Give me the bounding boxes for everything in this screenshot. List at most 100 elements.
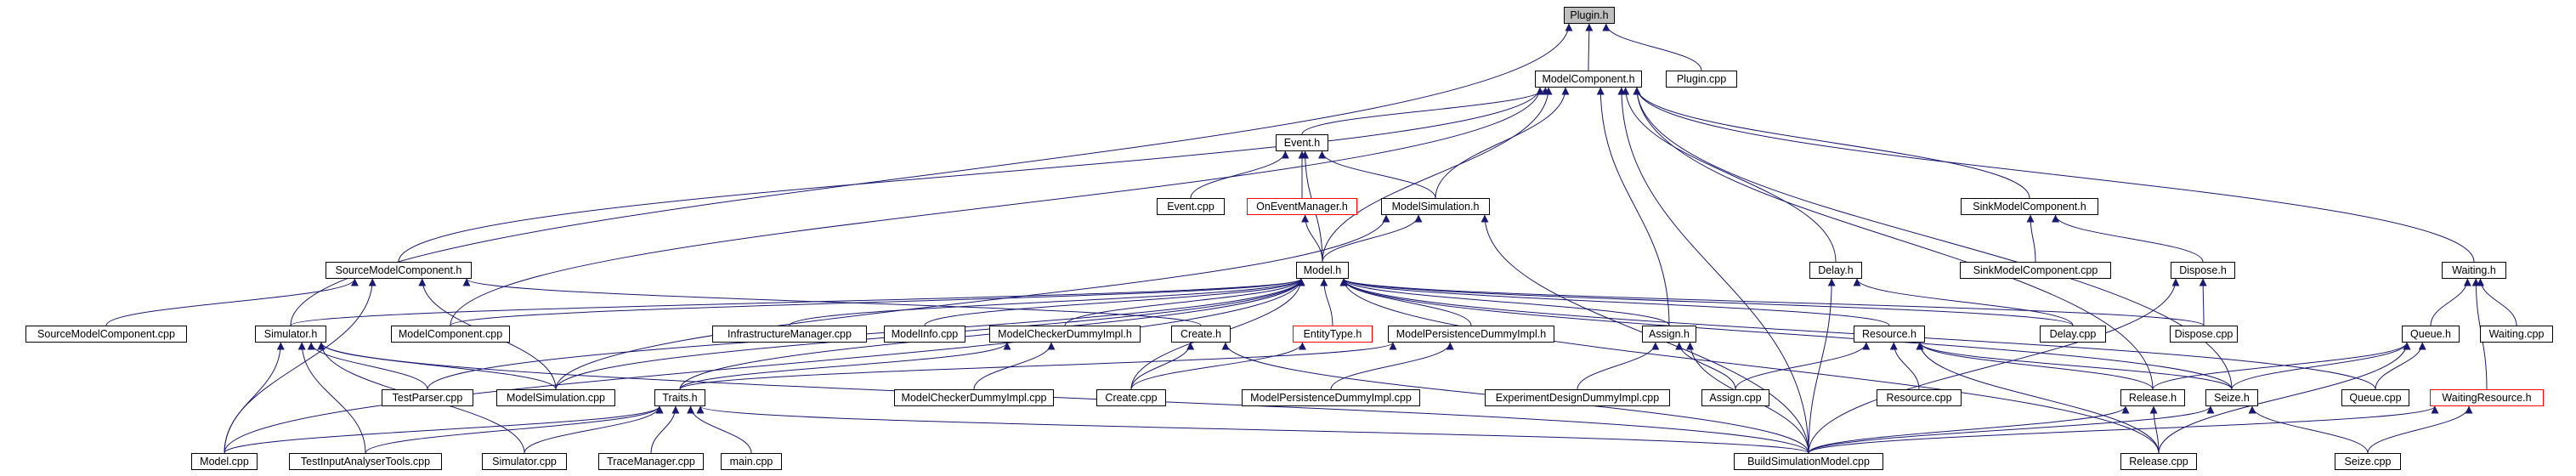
node-sinkmodelcomponent-cpp[interactable]: SinkModelComponent.cpp <box>1960 262 2111 279</box>
node-waitingresource-h[interactable]: WaitingResource.h <box>2430 389 2544 406</box>
edge-create_cpp-to-entitytype_h <box>1130 342 1306 390</box>
node-entitytype-h[interactable]: EntityType.h <box>1293 326 1373 343</box>
node-tracemanager-cpp[interactable]: TraceManager.cpp <box>598 453 704 470</box>
node-assign-cpp[interactable]: Assign.cpp <box>1701 389 1769 406</box>
edge-release_h-to-resource_h <box>1916 342 2154 390</box>
edge-seize_h-to-queue_h <box>2231 342 2411 390</box>
node-modelcheckerdummyimpl-h[interactable]: ModelCheckerDummyImpl.h <box>989 326 1141 343</box>
edge-experimentdesigndummyimpl_cpp-to-assign_h <box>1577 342 1660 390</box>
node-modelsimulation-cpp[interactable]: ModelSimulation.cpp <box>496 389 615 406</box>
edge-plugin_cpp-to-plugin_h <box>1602 23 1702 71</box>
node-plugin-h: Plugin.h <box>1564 7 1615 24</box>
node-create-cpp[interactable]: Create.cpp <box>1096 389 1166 406</box>
edge-buildsimulationmodel_cpp-to-modelcomponent_h <box>1617 87 1809 454</box>
node-sourcemodelcomponent-cpp[interactable]: SourceModelComponent.cpp <box>25 326 187 343</box>
node-simulator-cpp[interactable]: Simulator.cpp <box>482 453 567 470</box>
node-testparser-cpp[interactable]: TestParser.cpp <box>382 389 473 406</box>
edge-buildsimulationmodel_cpp-to-release_h <box>1808 405 2130 454</box>
edge-assign_cpp-to-resource_h <box>1735 342 1871 390</box>
node-waiting-cpp[interactable]: Waiting.cpp <box>2480 326 2553 343</box>
edge-model_h-to-modelcomponent_h <box>1322 87 1553 263</box>
edge-modelsimulation_cpp-to-modelsimulation_h <box>555 214 1390 390</box>
edge-model_h-to-oneventmanager_h <box>1301 214 1323 263</box>
edge-modelcomponent_cpp-to-modelcomponent_h <box>450 87 1544 326</box>
node-seize-cpp[interactable]: Seize.cpp <box>2335 453 2401 470</box>
edge-simulator_h-to-model_h <box>290 278 1305 326</box>
edge-delay_cpp-to-model_h <box>1339 278 2074 326</box>
edge-buildsimulationmodel_cpp-to-dispose_h <box>1808 278 2180 454</box>
edge-buildsimulationmodel_cpp-to-seize_h <box>1808 405 2215 454</box>
edge-model_cpp-to-traits_h <box>224 405 664 454</box>
edge-model_cpp-to-simulator_h <box>224 342 285 454</box>
node-resource-cpp[interactable]: Resource.cpp <box>1877 389 1962 406</box>
edge-modelcomponent_h-to-plugin_h <box>1585 23 1594 71</box>
edge-seize_cpp-to-seize_h <box>2248 405 2369 454</box>
edge-release_cpp-to-queue_h <box>2158 342 2411 454</box>
node-resource-h[interactable]: Resource.h <box>1854 326 1925 343</box>
node-plugin-cpp[interactable]: Plugin.cpp <box>1666 71 1737 88</box>
edge-testinputanalysertools_cpp-to-traits_h <box>365 405 664 454</box>
edge-resource_h-to-model_h <box>1339 278 1890 326</box>
node-assign-h[interactable]: Assign.h <box>1642 326 1696 343</box>
node-traits-h[interactable]: Traits.h <box>654 389 705 406</box>
edge-model_cpp-to-model_h <box>224 278 1305 454</box>
node-dispose-cpp[interactable]: Dispose.cpp <box>2170 326 2238 343</box>
edge-sourcemodelcomponent_cpp-to-sourcemodelcomponent_h <box>105 278 359 326</box>
node-sinkmodelcomponent-h[interactable]: SinkModelComponent.h <box>1961 198 2098 215</box>
edge-assign_h-to-modelcomponent_h <box>1596 87 1670 326</box>
node-testinputanalysertools-cpp[interactable]: TestInputAnalyserTools.cpp <box>289 453 442 470</box>
node-create-h[interactable]: Create.h <box>1171 326 1231 343</box>
node-sourcemodelcomponent-h[interactable]: SourceModelComponent.h <box>326 262 472 279</box>
node-main-cpp[interactable]: main.cpp <box>721 453 782 470</box>
node-experimentdesigndummyimpl-cpp[interactable]: ExperimentDesignDummyImpl.cpp <box>1485 389 1670 406</box>
edge-testinputanalysertools_cpp-to-simulator_h <box>297 342 366 454</box>
edge-delay_h-to-modelcomponent_h <box>1622 87 1837 263</box>
edge-seize_h-to-resource_h <box>1916 342 2233 390</box>
node-dispose-h[interactable]: Dispose.h <box>2171 262 2235 279</box>
edge-release_h-to-modelcomponent_h <box>1633 87 2154 390</box>
edge-seize_h-to-modelcomponent_h <box>1633 87 2233 390</box>
edge-waiting_h-to-modelcomponent_h <box>1633 87 2475 263</box>
node-modelcomponent-h[interactable]: ModelComponent.h <box>1535 71 1642 88</box>
node-release-cpp[interactable]: Release.cpp <box>2120 453 2197 470</box>
edge-sinkmodelcomponent_h-to-modelcomponent_h <box>1633 87 2030 199</box>
edge-release_cpp-to-release_h <box>2149 405 2160 454</box>
node-modelcheckerdummyimpl-cpp[interactable]: ModelCheckerDummyImpl.cpp <box>894 389 1054 406</box>
node-delay-h[interactable]: Delay.h <box>1809 262 1862 279</box>
edge-modelsimulation_h-to-event_h <box>1318 150 1436 199</box>
edge-tracemanager_cpp-to-traits_h <box>650 405 680 454</box>
edge-modelinfo_cpp-to-model_h <box>924 278 1305 326</box>
node-modelpersistencedummyimpl-cpp[interactable]: ModelPersistenceDummyImpl.cpp <box>1242 389 1420 406</box>
edge-infrastructuremanager_cpp-to-model_h <box>789 278 1305 326</box>
node-release-h[interactable]: Release.h <box>2120 389 2185 406</box>
edge-seize_h-to-model_h <box>1339 278 2233 390</box>
edge-buildsimulationmodel_cpp-to-simulator_h <box>317 342 1809 454</box>
node-model-cpp[interactable]: Model.cpp <box>191 453 258 470</box>
node-infrastructuremanager-cpp[interactable]: InfrastructureManager.cpp <box>712 326 867 343</box>
node-buildsimulationmodel-cpp[interactable]: BuildSimulationModel.cpp <box>1734 453 1883 470</box>
edge-resource_cpp-to-resource_h <box>1889 342 1920 390</box>
edge-modelpersistencedummyimpl_cpp-to-modelpersistencedummyimpl_h <box>1330 342 1454 390</box>
node-delay-cpp[interactable]: Delay.cpp <box>2040 326 2106 343</box>
edge-testparser_cpp-to-simulator_h <box>307 342 428 390</box>
node-simulator-h[interactable]: Simulator.h <box>255 326 326 343</box>
node-event-h[interactable]: Event.h <box>1276 134 1328 151</box>
node-oneventmanager-h[interactable]: OnEventManager.h <box>1247 198 1357 215</box>
node-waiting-h[interactable]: Waiting.h <box>2442 262 2506 279</box>
edge-queue_h-to-waiting_h <box>2430 278 2471 326</box>
node-modelpersistencedummyimpl-h[interactable]: ModelPersistenceDummyImpl.h <box>1388 326 1554 343</box>
node-queue-h[interactable]: Queue.h <box>2402 326 2460 343</box>
edge-buildsimulationmodel_cpp-to-traits_h <box>696 405 1809 454</box>
node-event-cpp[interactable]: Event.cpp <box>1157 198 1225 215</box>
edge-create_cpp-to-create_h <box>1130 342 1195 390</box>
edge-entitytype_h-to-model_h <box>1320 278 1333 326</box>
edge-create_h-to-sourcemodelcomponent_h <box>462 278 1202 326</box>
node-seize-h[interactable]: Seize.h <box>2205 389 2258 406</box>
node-modelinfo-cpp[interactable]: ModelInfo.cpp <box>884 326 965 343</box>
node-modelsimulation-h[interactable]: ModelSimulation.h <box>1381 198 1490 215</box>
node-queue-cpp[interactable]: Queue.cpp <box>2341 389 2409 406</box>
node-model-h[interactable]: Model.h <box>1296 262 1349 279</box>
node-modelcomponent-cpp[interactable]: ModelComponent.cpp <box>391 326 510 343</box>
edge-simulator_cpp-to-traits_h <box>524 405 664 454</box>
